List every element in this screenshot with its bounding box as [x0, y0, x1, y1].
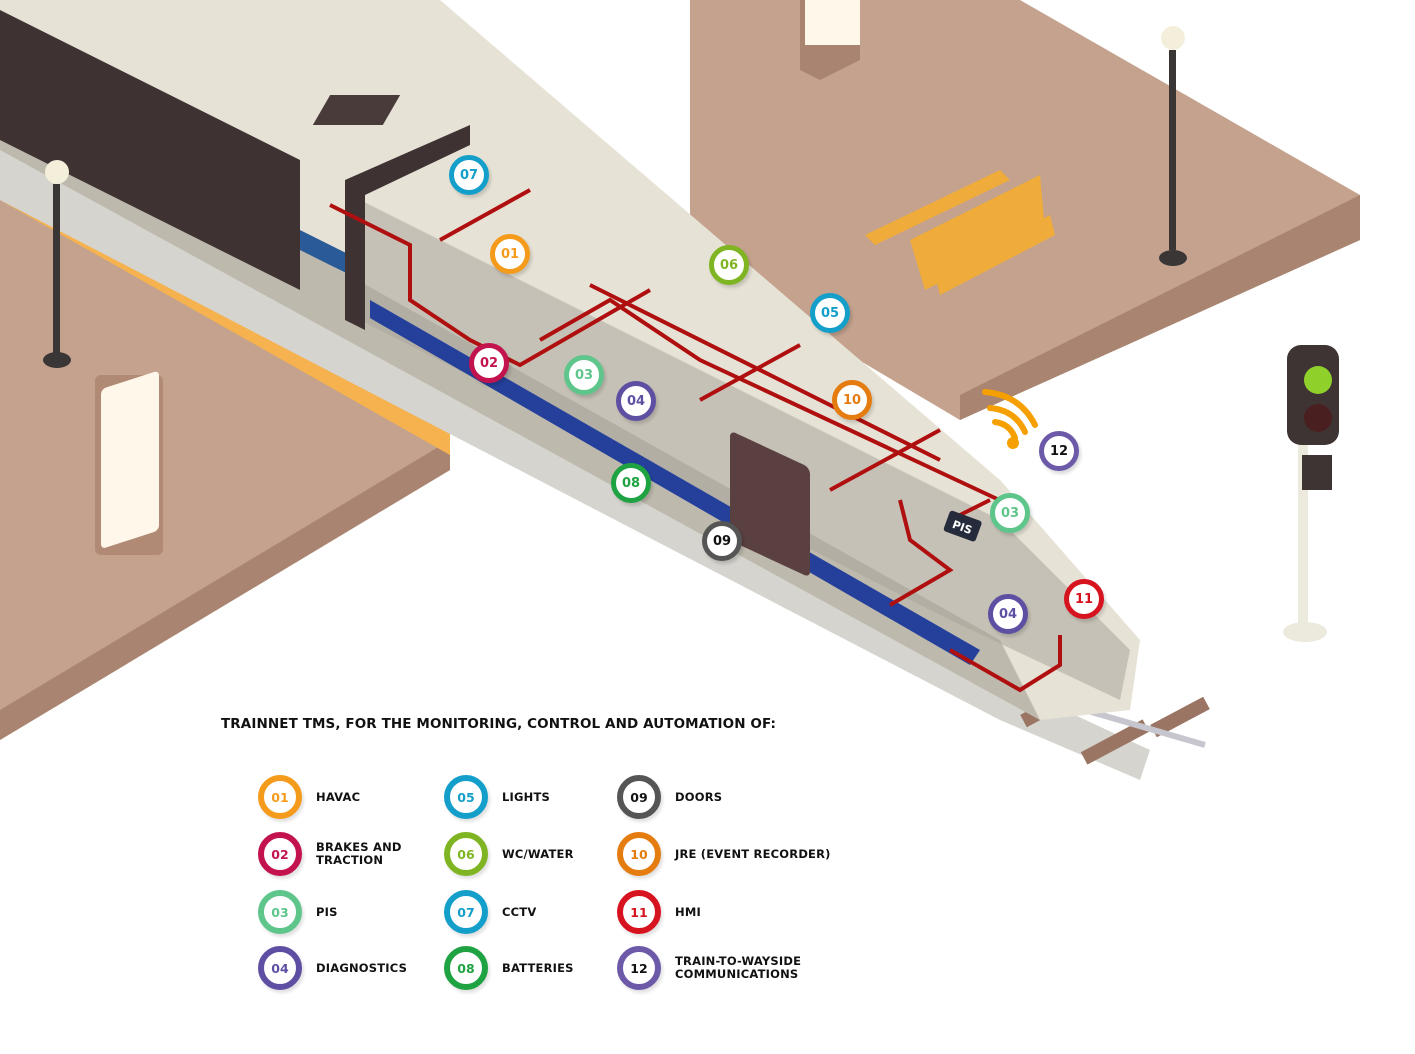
- legend-label: BATTERIES: [502, 960, 574, 975]
- scene-marker-11: 11: [1064, 579, 1104, 619]
- lamp-post-right: [1159, 26, 1187, 266]
- wifi-icon: [982, 389, 1038, 449]
- scene-marker-08: 08: [611, 463, 651, 503]
- legend-badge: 03: [258, 890, 302, 934]
- legend-item-05: 05 LIGHTS: [444, 775, 550, 819]
- pis-sign: PIS: [943, 510, 982, 542]
- scene-marker-02: 02: [469, 343, 509, 383]
- legend-label: PIS: [316, 904, 338, 919]
- legend-label: JRE (EVENT RECORDER): [675, 846, 831, 861]
- legend-badge: 04: [258, 946, 302, 990]
- legend-label: HAVAC: [316, 789, 361, 804]
- scene-marker-07: 07: [449, 155, 489, 195]
- railway-signal: [1283, 345, 1339, 642]
- legend-item-04: 04 DIAGNOSTICS: [258, 946, 407, 990]
- legend-label: DOORS: [675, 789, 723, 804]
- legend-badge: 11: [617, 890, 661, 934]
- legend-label: LIGHTS: [502, 789, 550, 804]
- scene-marker-01: 01: [490, 234, 530, 274]
- legend-label: WC/WATER: [502, 846, 574, 861]
- legend-label: HMI: [675, 904, 701, 919]
- legend-badge: 01: [258, 775, 302, 819]
- benches: [865, 170, 1055, 295]
- legend-heading: TRAINNET TMS, FOR THE MONITORING, CONTRO…: [221, 716, 777, 732]
- legend-item-03: 03 PIS: [258, 890, 338, 934]
- legend-item-01: 01 HAVAC: [258, 775, 360, 819]
- scene-marker-04: 04: [988, 594, 1028, 634]
- lamp-post-left: [43, 160, 71, 368]
- legend-label: BRAKES AND TRACTION: [316, 840, 402, 867]
- legend-badge: 09: [617, 775, 661, 819]
- scene-marker-05: 05: [810, 293, 850, 333]
- legend-badge: 10: [617, 832, 661, 876]
- scene-marker-12: 12: [1039, 431, 1079, 471]
- legend-badge: 12: [617, 946, 661, 990]
- legend-item-12: 12 TRAIN-TO-WAYSIDE COMMUNICATIONS: [617, 946, 801, 990]
- legend-item-02: 02 BRAKES AND TRACTION: [258, 832, 402, 876]
- legend-badge: 05: [444, 775, 488, 819]
- scene-marker-09: 09: [702, 521, 742, 561]
- legend-item-08: 08 BATTERIES: [444, 946, 574, 990]
- legend-label: CCTV: [502, 904, 537, 919]
- scene-marker-03: 03: [990, 493, 1030, 533]
- network-lines: [329, 188, 1062, 693]
- legend-badge: 07: [444, 890, 488, 934]
- scene-marker-10: 10: [832, 380, 872, 420]
- legend-badge: 06: [444, 832, 488, 876]
- scene-marker-03: 03: [564, 355, 604, 395]
- legend-badge: 08: [444, 946, 488, 990]
- legend-label: TRAIN-TO-WAYSIDE COMMUNICATIONS: [675, 954, 802, 981]
- legend-item-11: 11 HMI: [617, 890, 701, 934]
- legend-item-07: 07 CCTV: [444, 890, 536, 934]
- legend-badge: 02: [258, 832, 302, 876]
- legend-item-10: 10 JRE (EVENT RECORDER): [617, 832, 831, 876]
- scene-marker-04: 04: [616, 381, 656, 421]
- legend-label: DIAGNOSTICS: [316, 960, 408, 975]
- scene-marker-06: 06: [709, 245, 749, 285]
- legend-item-09: 09 DOORS: [617, 775, 722, 819]
- svg-text:PIS: PIS: [951, 518, 974, 537]
- legend-item-06: 06 WC/WATER: [444, 832, 574, 876]
